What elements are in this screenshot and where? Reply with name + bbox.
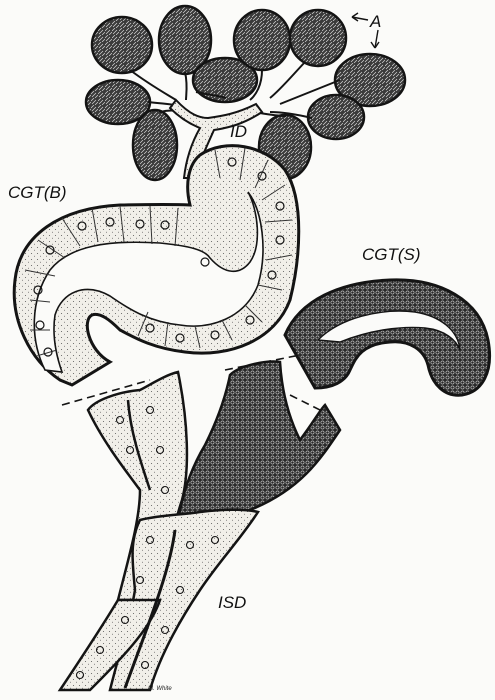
label-convoluted-tubule-b: CGT(B) <box>8 183 67 202</box>
acinus <box>92 17 152 73</box>
acinus <box>290 10 346 66</box>
label-acinus: A <box>369 12 381 31</box>
label-striated-duct: ISD <box>218 593 246 612</box>
convoluted-tubule-s <box>285 280 490 395</box>
label-acinus-group: A <box>352 12 381 48</box>
acinus <box>133 110 177 180</box>
acinus <box>308 95 364 139</box>
acinus <box>234 10 290 70</box>
label-intercalated-duct: ID <box>230 122 247 141</box>
label-convoluted-tubule-s: CGT(S) <box>362 245 421 264</box>
artist-signature: M. White <box>148 686 172 692</box>
